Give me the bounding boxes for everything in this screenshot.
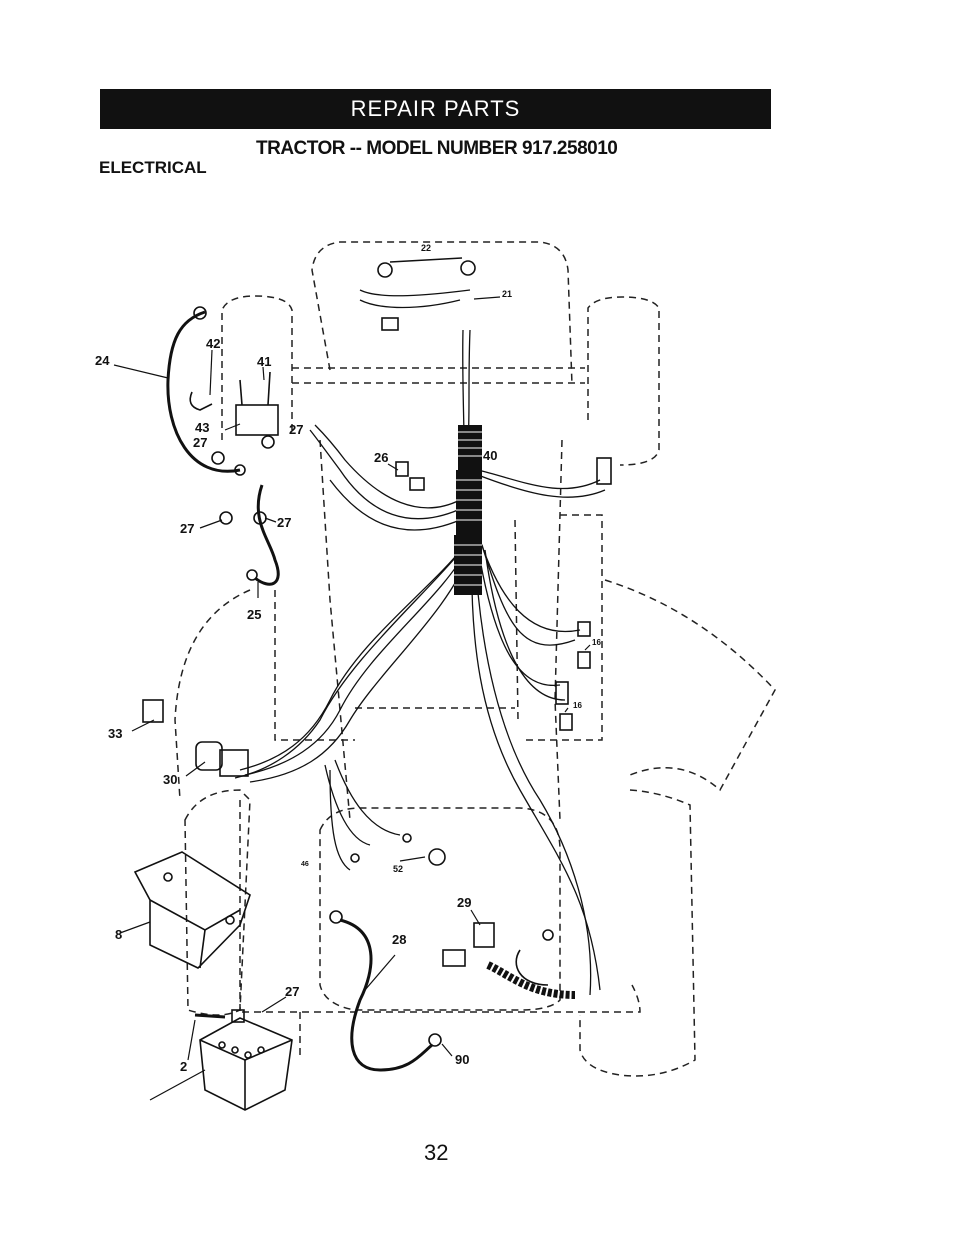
components	[133, 257, 612, 1111]
callout-2: 2	[180, 1059, 187, 1074]
callout-27-c: 27	[180, 521, 194, 536]
repair-parts-banner: REPAIR PARTS	[100, 89, 771, 129]
page-number: 32	[424, 1140, 449, 1165]
harness-loom	[454, 425, 576, 999]
callout-24: 24	[95, 353, 110, 368]
callout-27-a: 27	[193, 435, 207, 450]
callout-8: 8	[115, 927, 122, 942]
tractor-outline	[174, 241, 776, 1077]
callout-16-a: 16	[592, 638, 601, 647]
callout-27-e: 27	[285, 984, 299, 999]
callout-21: 21	[502, 289, 512, 299]
callout-28: 28	[392, 932, 406, 947]
callout-27-b: 27	[289, 422, 303, 437]
callout-41: 41	[257, 354, 271, 369]
callout-30: 30	[163, 772, 177, 787]
callout-40: 40	[483, 448, 497, 463]
section-heading: ELECTRICAL	[99, 158, 207, 177]
model-title: TRACTOR -- MODEL NUMBER 917.258010	[256, 138, 618, 159]
callout-90: 90	[455, 1052, 469, 1067]
callout-46: 46	[301, 861, 309, 868]
callout-27-d: 27	[277, 515, 291, 530]
callout-25: 25	[247, 607, 261, 622]
callout-22: 22	[421, 243, 431, 253]
callout-42: 42	[206, 336, 220, 351]
callout-33: 33	[108, 726, 122, 741]
callout-16-b: 16	[573, 701, 582, 710]
callout-labels: 22 21 24 42 41 43 27 27 26 40 27 27 25 1…	[95, 243, 601, 1074]
leader-lines	[113, 296, 591, 1101]
callout-29: 29	[457, 895, 471, 910]
callout-43: 43	[195, 420, 209, 435]
callout-26: 26	[374, 450, 388, 465]
wire-harness	[234, 289, 606, 996]
callout-52: 52	[393, 864, 403, 874]
